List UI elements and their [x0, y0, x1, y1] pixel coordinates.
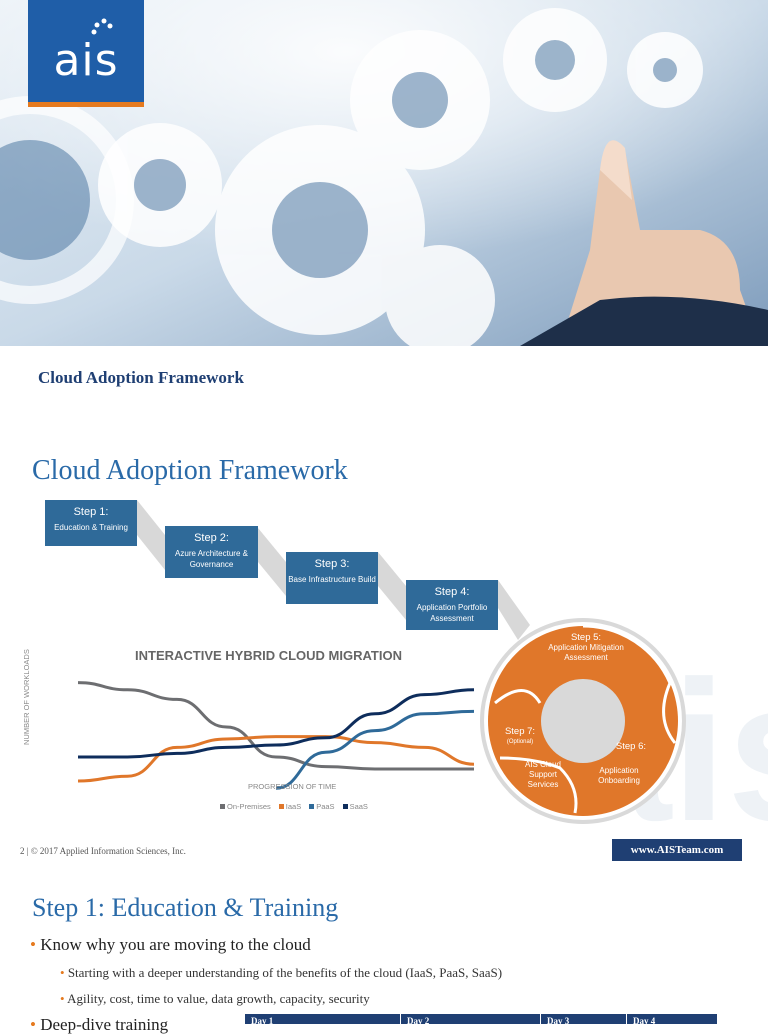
- chart-title: INTERACTIVE HYBRID CLOUD MIGRATION: [135, 648, 402, 663]
- bullet-2: • Deep-dive training: [30, 1015, 169, 1034]
- logo-text: ais: [53, 35, 119, 86]
- table-header-day-2: Day 2: [400, 1014, 540, 1024]
- step-3-desc: Base Infrastructure Build: [288, 575, 376, 584]
- step-4-desc: Application Portfolio Assessment: [416, 603, 488, 623]
- step-2-title: Step 2:: [194, 532, 229, 544]
- step-1-box: Step 1: Education & Training: [45, 500, 137, 546]
- cycle-step-5-desc: Application Mitigation Assessment: [548, 643, 624, 662]
- slide-2-title: Step 1: Education & Training: [32, 893, 339, 922]
- step-4-title: Step 4:: [434, 586, 470, 598]
- hero-banner: ais: [0, 0, 768, 346]
- series-line-paas: [275, 709, 475, 790]
- cycle-step-5: Step 5: Application Mitigation Assessmen…: [540, 633, 632, 663]
- series-line-on-premises: [77, 681, 474, 771]
- sub-bullet-2: • Agility, cost, time to value, data gro…: [60, 991, 370, 1006]
- page-number: 2: [20, 846, 25, 856]
- step-1-title: Step 1:: [73, 506, 109, 518]
- cycle-step-6: Step 6: Application Onboarding: [588, 742, 650, 786]
- training-schedule-table: Day 1 Day 2 Day 3 Day 4: [245, 1014, 717, 1024]
- sub-bullet-1-text: Starting with a deeper understanding of …: [67, 965, 503, 980]
- table-header-day-1: Day 1: [245, 1014, 400, 1024]
- document-header-title: Cloud Adoption Framework: [38, 368, 244, 387]
- step-2-desc: Azure Architecture & Governance: [175, 549, 248, 569]
- sub-bullet-2-text: Agility, cost, time to value, data growt…: [67, 991, 370, 1006]
- step-2-box: Step 2: Azure Architecture & Governance: [165, 526, 258, 578]
- bullet-2-text: Deep-dive training: [40, 1015, 169, 1034]
- cycle-diagram: [480, 618, 686, 824]
- cycle-step-6-desc: Application Onboarding: [598, 766, 640, 785]
- step-1-desc: Education & Training: [54, 523, 128, 532]
- chart-xlabel: PROGRESSION OF TIME: [248, 782, 337, 791]
- slide-footer-copyright: 2 | © 2017 Applied Information Sciences,…: [20, 846, 186, 856]
- cycle-step-7-sub: (Optional): [506, 739, 534, 745]
- legend-item-on-premises: On-Premises: [220, 802, 271, 811]
- chart-legend: On-Premises IaaS PaaS SaaS: [220, 802, 368, 811]
- ais-logo: ais: [28, 0, 144, 107]
- series-line-iaas: [77, 735, 475, 783]
- cycle-step-5-title: Step 5:: [570, 632, 602, 643]
- sub-bullet-1: • Starting with a deeper understanding o…: [60, 965, 503, 980]
- legend-item-iaas: IaaS: [278, 802, 301, 811]
- cycle-step-6-title: Step 6:: [615, 741, 646, 752]
- copyright-text: © 2017 Applied Information Sciences, Inc…: [30, 846, 186, 856]
- step-4-box: Step 4: Application Portfolio Assessment: [406, 580, 498, 630]
- cycle-step-7: Step 7: (Optional): [498, 727, 542, 747]
- legend-item-saas: SaaS: [342, 802, 368, 811]
- bullet-1: • Know why you are moving to the cloud: [30, 935, 311, 954]
- series-line-saas: [78, 688, 475, 759]
- logo-dots-icon: [91, 18, 113, 35]
- website-link[interactable]: www.AISTeam.com: [612, 839, 742, 861]
- table-header-day-3: Day 3: [540, 1014, 626, 1024]
- cycle-step-7-desc: AIS Cloud Support Services: [524, 760, 562, 789]
- step-3-title: Step 3:: [314, 558, 350, 570]
- migration-line-chart: [77, 681, 475, 790]
- table-header-day-4: Day 4: [626, 1014, 717, 1024]
- step-3-box: Step 3: Base Infrastructure Build: [286, 552, 378, 604]
- chart-ylabel: NUMBER OF WORKLOADS: [22, 649, 31, 745]
- legend-item-paas: PaaS: [309, 802, 335, 811]
- bullet-1-text: Know why you are moving to the cloud: [40, 935, 311, 954]
- slide-title: Cloud Adoption Framework: [32, 455, 348, 486]
- cycle-step-7-title: Step 7:: [504, 726, 536, 737]
